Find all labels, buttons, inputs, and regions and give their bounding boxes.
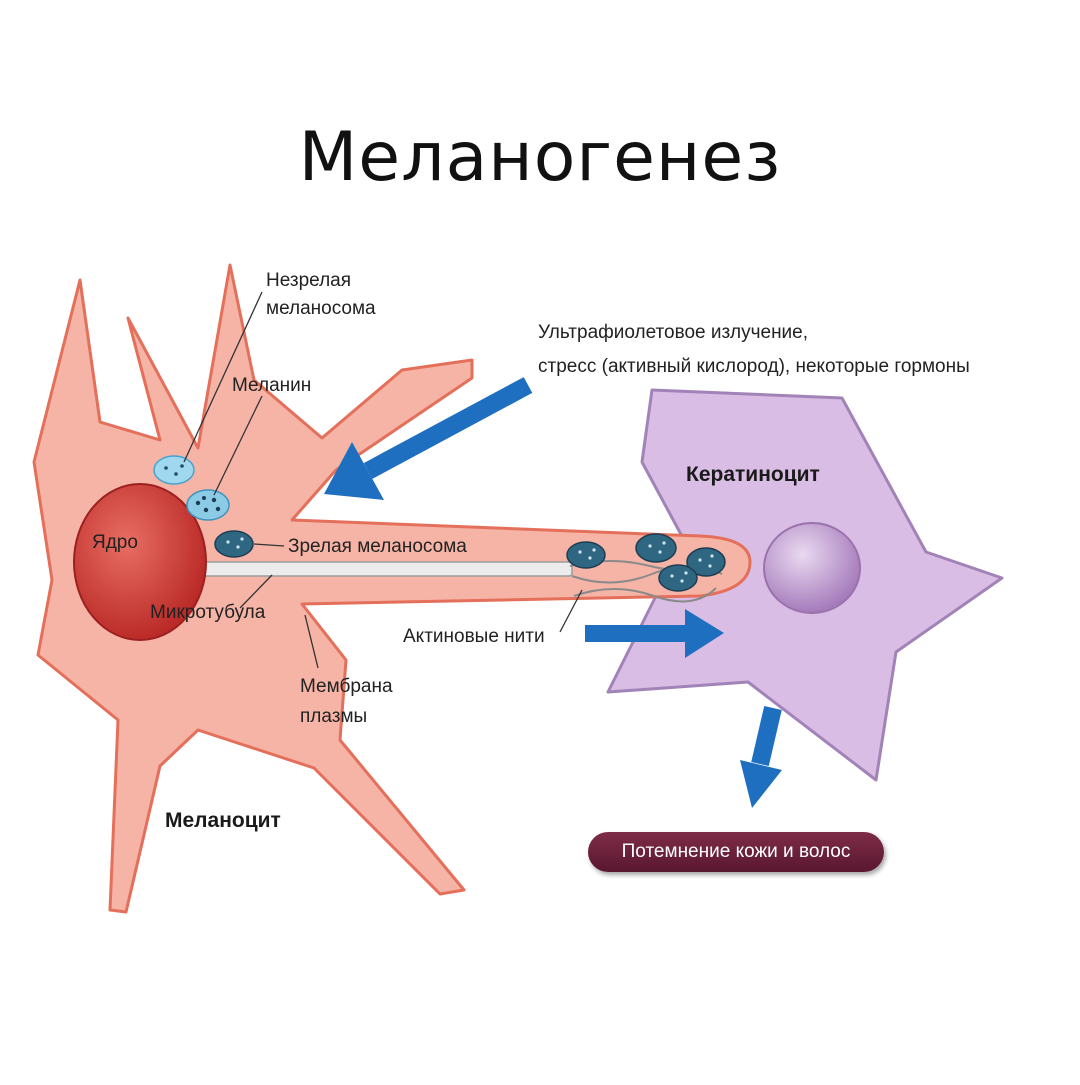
nucleus [73, 483, 207, 641]
label-membrane-2: плазмы [300, 706, 368, 727]
outcome-arrow [740, 705, 782, 808]
label-trigger-2: стресс (активный кислород), некоторые го… [538, 356, 970, 377]
label-membrane-1: Мембрана [300, 676, 393, 697]
label-melanin: Меланин [232, 375, 312, 396]
microtubule [199, 561, 573, 577]
mature-melanosomes [214, 530, 726, 592]
leader-lines [183, 291, 583, 669]
transfer-arrow [585, 609, 724, 658]
stimulus-arrow [324, 377, 533, 500]
page-title: Меланогенез [298, 118, 782, 197]
label-trigger-1: Ультрафиолетовое излучение, [538, 322, 809, 343]
label-actin-filaments: Актиновые нити [403, 626, 545, 647]
outcome-badge: Потемнение кожи и волос [588, 832, 884, 872]
label-immature-melanosome-1: Незрелая [266, 270, 352, 291]
label-mature-melanosome: Зрелая меланосома [288, 536, 467, 557]
immature-melanosome [153, 455, 195, 485]
label-melanocyte: Меланоцит [165, 809, 281, 832]
label-immature-melanosome-2: меланосома [266, 298, 376, 319]
label-microtubule: Микротубула [150, 602, 266, 623]
melanin-melanosome [186, 489, 230, 521]
label-nucleus: Ядро [92, 532, 138, 553]
label-keratinocyte: Кератиноцит [686, 463, 820, 486]
keratinocyte-nucleus [763, 522, 861, 614]
mature-melanosome-dots [226, 537, 714, 583]
melanocyte-cell [32, 263, 752, 914]
